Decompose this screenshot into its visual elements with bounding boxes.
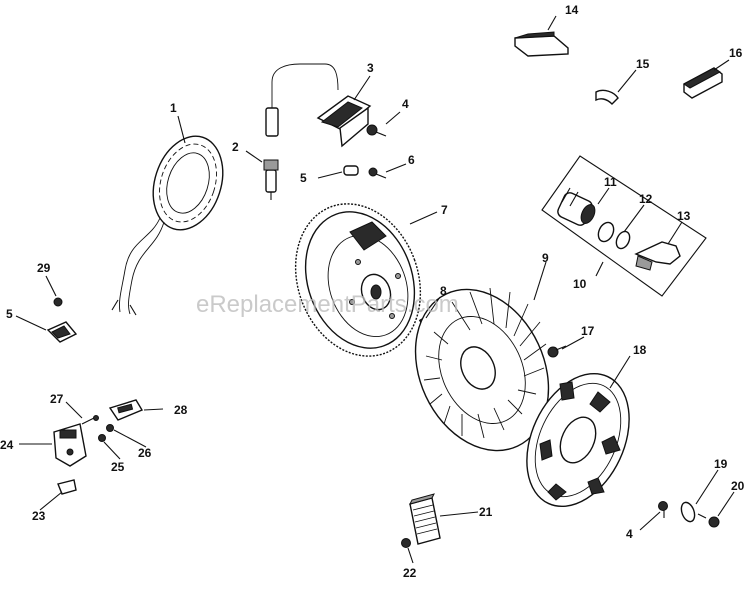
callout-5-lower: 5 <box>6 307 13 321</box>
callout-14: 14 <box>565 3 579 17</box>
callout-20: 20 <box>731 479 745 493</box>
callout-16: 16 <box>729 46 743 60</box>
part-flywheel <box>294 203 422 357</box>
callout-24: 24 <box>0 438 14 452</box>
callout-18: 18 <box>633 343 647 357</box>
leader-lines <box>15 15 735 564</box>
callout-5-upper: 5 <box>300 171 307 185</box>
callout-9: 9 <box>542 251 549 265</box>
part-connector-28 <box>108 399 144 421</box>
part-stator <box>111 135 224 316</box>
callout-labels: 1 2 3 4 5 6 7 8 9 10 11 12 13 14 15 16 1… <box>0 3 745 580</box>
part-ignition-key <box>634 241 681 271</box>
part-screw-29 <box>53 297 63 307</box>
callout-8: 8 <box>440 284 447 298</box>
part-washer-19 <box>680 501 696 523</box>
part-spark-plug <box>263 159 279 200</box>
part-clip-lower <box>46 321 78 343</box>
callout-3: 3 <box>367 61 374 75</box>
part-rectifier <box>409 493 441 545</box>
part-clamp-15 <box>595 89 619 105</box>
callout-17: 17 <box>581 324 595 338</box>
callout-2: 2 <box>232 140 239 154</box>
callout-28: 28 <box>174 403 188 417</box>
part-regulator-bracket <box>53 423 87 467</box>
part-screw-lower <box>658 501 668 518</box>
callout-1: 1 <box>170 101 177 115</box>
callout-4-upper: 4 <box>402 97 409 111</box>
part-screw-22 <box>401 538 411 548</box>
callout-6: 6 <box>408 153 415 167</box>
part-fan <box>414 287 550 452</box>
part-screws-25-26-27 <box>81 415 114 442</box>
callout-23: 23 <box>32 509 46 523</box>
callout-21: 21 <box>479 505 493 519</box>
callout-7: 7 <box>441 203 448 217</box>
callout-26: 26 <box>138 446 152 460</box>
part-boot-14 <box>514 31 569 57</box>
callout-22: 22 <box>403 566 417 580</box>
callout-10: 10 <box>573 277 587 291</box>
callout-15: 15 <box>636 57 650 71</box>
callout-4-lower: 4 <box>626 527 633 541</box>
part-switch-body <box>557 187 596 226</box>
part-screw-upper <box>366 124 387 137</box>
part-switch-nut <box>597 221 631 250</box>
part-bolt-20 <box>697 513 720 528</box>
part-clip-upper <box>343 165 359 176</box>
part-screw-6 <box>368 167 387 179</box>
callout-19: 19 <box>714 457 728 471</box>
callout-29: 29 <box>37 261 51 275</box>
part-boot-16 <box>683 67 723 99</box>
callout-11: 11 <box>604 175 617 189</box>
part-ignition-module <box>265 63 372 148</box>
part-kit-box-10 <box>541 155 707 297</box>
callout-27: 27 <box>50 392 64 406</box>
watermark-text: eReplacementParts.com <box>196 291 459 318</box>
part-screw-17 <box>547 345 567 358</box>
callout-25: 25 <box>111 460 125 474</box>
callout-12: 12 <box>639 192 653 206</box>
callout-13: 13 <box>677 209 691 223</box>
part-clip-23 <box>57 479 77 495</box>
part-rotating-screen <box>526 372 630 508</box>
